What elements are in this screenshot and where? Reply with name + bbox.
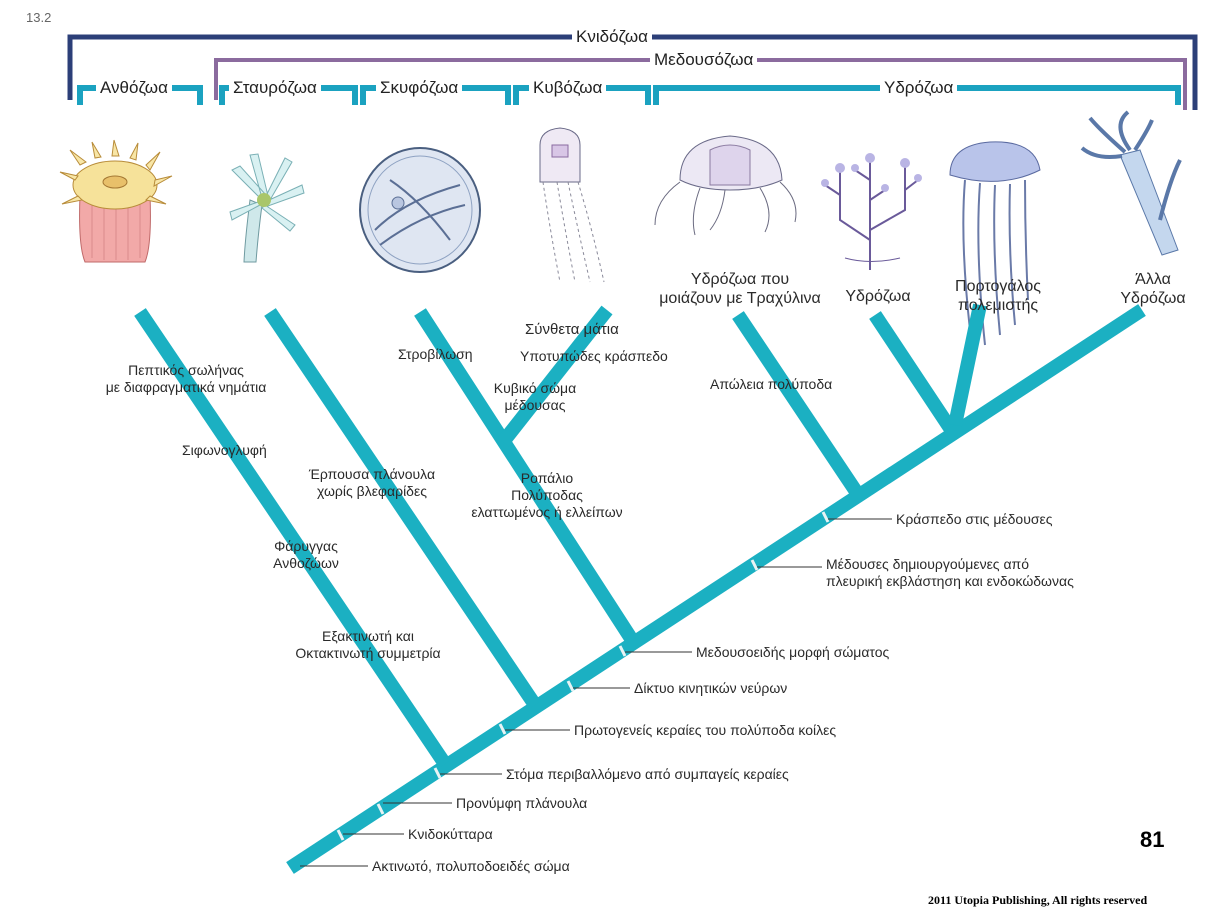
- hollow-tentacles-label: Πρωτογενείς κεραίες του πολύποδα κοίλες: [574, 722, 836, 739]
- scypho-strob-label: Στροβίλωση: [398, 346, 473, 363]
- hydroid-colony-icon: [821, 153, 922, 270]
- radial-label: Ακτινωτό, πολυποδοειδές σώμα: [372, 858, 570, 875]
- cubo-eyes-label: Σύνθετα μάτια: [525, 321, 619, 338]
- anthozoa-label: Ανθόζωα: [96, 78, 172, 98]
- branch-trachylines: [738, 315, 855, 490]
- scyphozoan-medusa-icon: [360, 148, 480, 272]
- nerve-net-label: Δίκτυο κινητικών νεύρων: [634, 680, 787, 697]
- planula-label: Προνύμφη πλάνουλα: [456, 795, 587, 812]
- medusoid-label: Μεδουσοειδής μορφή σώματος: [696, 644, 889, 661]
- mouth-label: Στόμα περιβαλλόμενο από συμπαγείς κεραίε…: [506, 766, 789, 783]
- cubo-velarium-label: Υποτυπώδες κράσπεδο: [520, 348, 668, 365]
- hydrozoa-label: Υδρόζωα: [880, 78, 957, 98]
- cubozoa-label: Κυβόζωα: [529, 78, 606, 98]
- hydroids-label: Υδρόζωα: [845, 288, 910, 305]
- trachyline-medusa-icon: [655, 136, 796, 235]
- hydra-icon: [1082, 112, 1180, 255]
- page-number: 81: [1140, 827, 1164, 853]
- staurozoa-label: Σταυρόζωα: [229, 78, 321, 98]
- velum-label: Κράσπεδο στις μέδουσες: [896, 511, 1053, 528]
- anth-siphon-label: Σιφωνογλυφή: [182, 442, 267, 459]
- scyphozoa-label: Σκυφόζωα: [376, 78, 462, 98]
- copyright: 2011 Utopia Publishing, All rights reser…: [928, 893, 1147, 908]
- medusozoa-label: Μεδουσόζωα: [650, 50, 757, 70]
- branch-hydroids: [875, 315, 950, 428]
- cnidozoa-bracket: [70, 37, 1195, 110]
- stalked-jellyfish-icon: [230, 154, 304, 262]
- figure-number: 13.2: [26, 10, 51, 25]
- branch-siphonophores: [955, 305, 980, 425]
- polyp-loss-label: Απώλεια πολύποδα: [710, 376, 832, 393]
- sea-anemone-icon: [60, 140, 172, 262]
- cnidocytes-label: Κνιδοκύτταρα: [408, 826, 493, 843]
- box-jellyfish-icon: [540, 128, 604, 282]
- cnidozoa-label: Κνιδόζωα: [572, 27, 652, 47]
